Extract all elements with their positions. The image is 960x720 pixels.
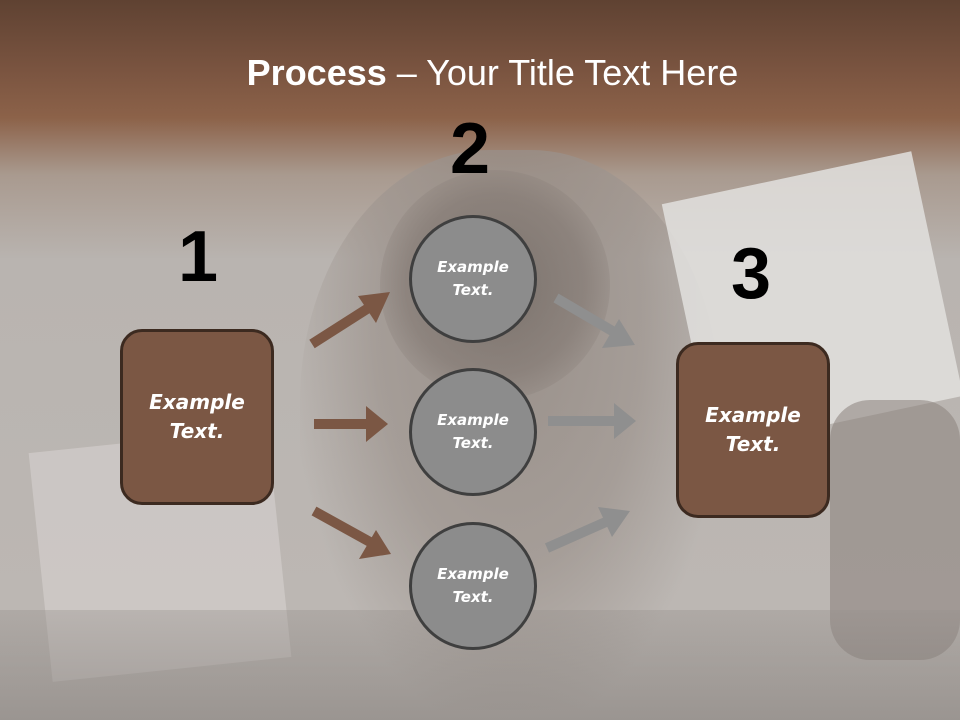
title-rest: – Your Title Text Here	[386, 52, 739, 93]
step-1-line2: Text.	[169, 419, 225, 443]
step-3-line1: Example	[705, 403, 801, 427]
step-2-circle-middle: Example Text.	[409, 368, 537, 496]
step-2-circle-top: Example Text.	[409, 215, 537, 343]
step-3-line2: Text.	[725, 432, 781, 456]
step-3-box: Example Text.	[676, 342, 830, 518]
step-number-2: 2	[450, 109, 491, 189]
circle-top-text: Example Text.	[437, 256, 509, 302]
step-1-text: Example Text.	[149, 388, 245, 446]
circle-bottom-text: Example Text.	[437, 563, 509, 609]
title-bold: Process	[246, 52, 387, 93]
circle-bottom-line2: Text.	[452, 588, 494, 606]
circle-top-line1: Example	[437, 258, 509, 276]
circle-middle-line2: Text.	[452, 434, 494, 452]
slide-title: Process – Your Title Text Here	[0, 52, 960, 94]
step-1-box: Example Text.	[120, 329, 274, 505]
step-3-text: Example Text.	[705, 401, 801, 459]
step-2-circle-bottom: Example Text.	[409, 522, 537, 650]
step-1-line1: Example	[149, 390, 245, 414]
step-number-3: 3	[731, 234, 772, 314]
step-number-1: 1	[178, 217, 219, 297]
circle-middle-text: Example Text.	[437, 409, 509, 455]
circle-top-line2: Text.	[452, 281, 494, 299]
circle-bottom-line1: Example	[437, 565, 509, 583]
circle-middle-line1: Example	[437, 411, 509, 429]
